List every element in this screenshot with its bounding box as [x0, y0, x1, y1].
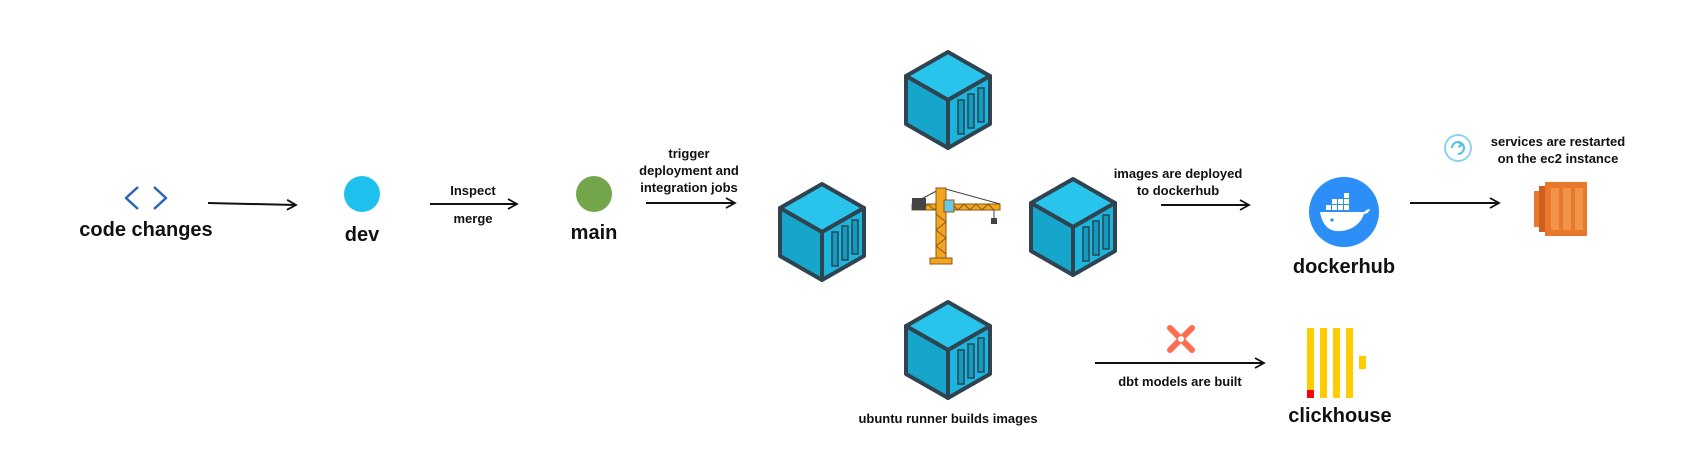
trigger-jobs-label: trigger deployment and integration jobs: [628, 145, 750, 196]
dev-node-circle: [344, 176, 380, 212]
services-restarted-line-1: services are restarted: [1490, 134, 1626, 149]
container-icon-bottom: [904, 300, 992, 400]
code-brackets-icon: [124, 186, 168, 210]
trigger-line-3: integration jobs: [640, 180, 738, 195]
dbt-models-label: dbt models are built: [1118, 374, 1242, 389]
docker-whale-icon: [1309, 177, 1379, 247]
clickhouse-icon: [1307, 328, 1366, 398]
container-icon-left: [778, 182, 866, 282]
inspect-label: Inspect: [450, 183, 496, 198]
trigger-line-2: deployment and: [639, 163, 739, 178]
clickhouse-label: clickhouse: [1288, 405, 1392, 427]
images-deployed-line-1: images are deployed: [1113, 166, 1243, 181]
main-label: main: [570, 222, 618, 244]
services-restarted-label: services are restarted on the ec2 instan…: [1474, 133, 1642, 167]
trigger-line-1: trigger: [668, 146, 710, 161]
images-deployed-line-2: to dockerhub: [1136, 183, 1220, 198]
restart-icon: [1444, 134, 1472, 162]
container-icon-right: [1029, 177, 1117, 277]
merge-label: merge: [453, 211, 493, 226]
dev-label: dev: [344, 224, 380, 246]
dbt-icon: [1167, 325, 1195, 353]
ec2-instance-icon: [1534, 182, 1587, 236]
code-changes-label: code changes: [79, 219, 213, 241]
services-restarted-line-2: on the ec2 instance: [1497, 151, 1619, 166]
container-icon-top: [904, 50, 992, 150]
crane-icon: [911, 187, 1001, 265]
ubuntu-runner-label: ubuntu runner builds images: [858, 411, 1038, 426]
arrow-code-to-dev: [207, 199, 298, 211]
images-deployed-label: images are deployed to dockerhub: [1110, 165, 1246, 199]
dockerhub-label: dockerhub: [1292, 256, 1396, 278]
main-node-circle: [576, 176, 612, 212]
